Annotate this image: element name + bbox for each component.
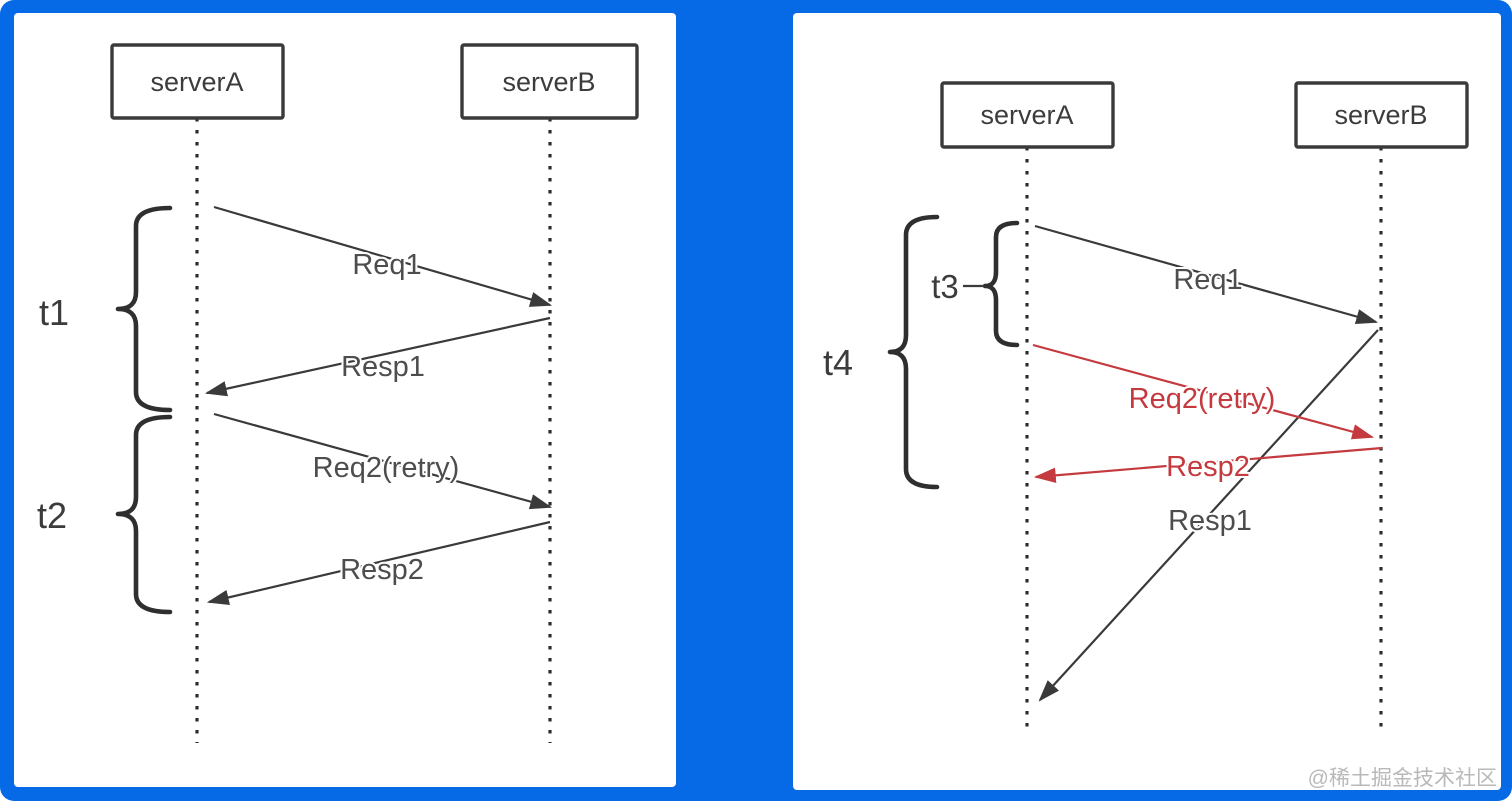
right-sequence-diagram: serverA serverB t3 t4 Req1 Req2(retry) R… [821,81,1497,790]
left-sequence-diagram-panel: serverA serverB t1 t2 Req1 Resp1 Req2(re… [14,13,676,787]
req2-retry-message-label: Req2(retry) [1129,383,1276,415]
serverB-box [460,43,639,120]
req1-arrow [213,205,553,307]
resp2-message-label: Resp2 [340,554,424,586]
t1-bracket [115,205,173,413]
resp2-arrow [206,520,551,605]
t3-bracket [982,220,1020,348]
resp1-late-arrow [1038,329,1379,702]
right-sequence-diagram-panel: serverA serverB t3 t4 Req1 Req2(retry) R… [793,13,1501,790]
left-sequence-diagram: serverA serverB t1 t2 Req1 Resp1 Req2(re… [35,43,639,743]
req2-retry-arrow [1032,343,1375,440]
serverB-box [1294,81,1469,149]
serverA-box [110,43,285,120]
resp2-message-label: Resp2 [1166,451,1250,483]
juejin-watermark: @稀土掘金技术社区 [1308,767,1497,790]
t3-label: t3 [931,268,959,305]
serverA-label: serverA [980,100,1073,130]
serverB-label: serverB [1334,100,1427,130]
serverA-label: serverA [150,67,243,97]
t4-bracket [887,214,940,490]
resp1-arrow [204,316,551,397]
serverA-box [940,81,1115,149]
resp1-message-label: Resp1 [1168,505,1252,537]
req2-retry-message-label: Req2(retry) [313,452,460,484]
t2-label: t2 [37,495,67,536]
t1-label: t1 [39,292,69,333]
serverB-label: serverB [502,67,595,97]
req2-retry-arrow [213,412,553,510]
t2-bracket [115,414,173,615]
t4-label: t4 [823,342,853,383]
req1-message-label: Req1 [352,249,421,281]
resp1-message-label: Resp1 [341,351,425,383]
resp2-arrow [1033,446,1383,484]
req1-message-label: Req1 [1173,264,1242,296]
req1-arrow [1034,224,1379,325]
